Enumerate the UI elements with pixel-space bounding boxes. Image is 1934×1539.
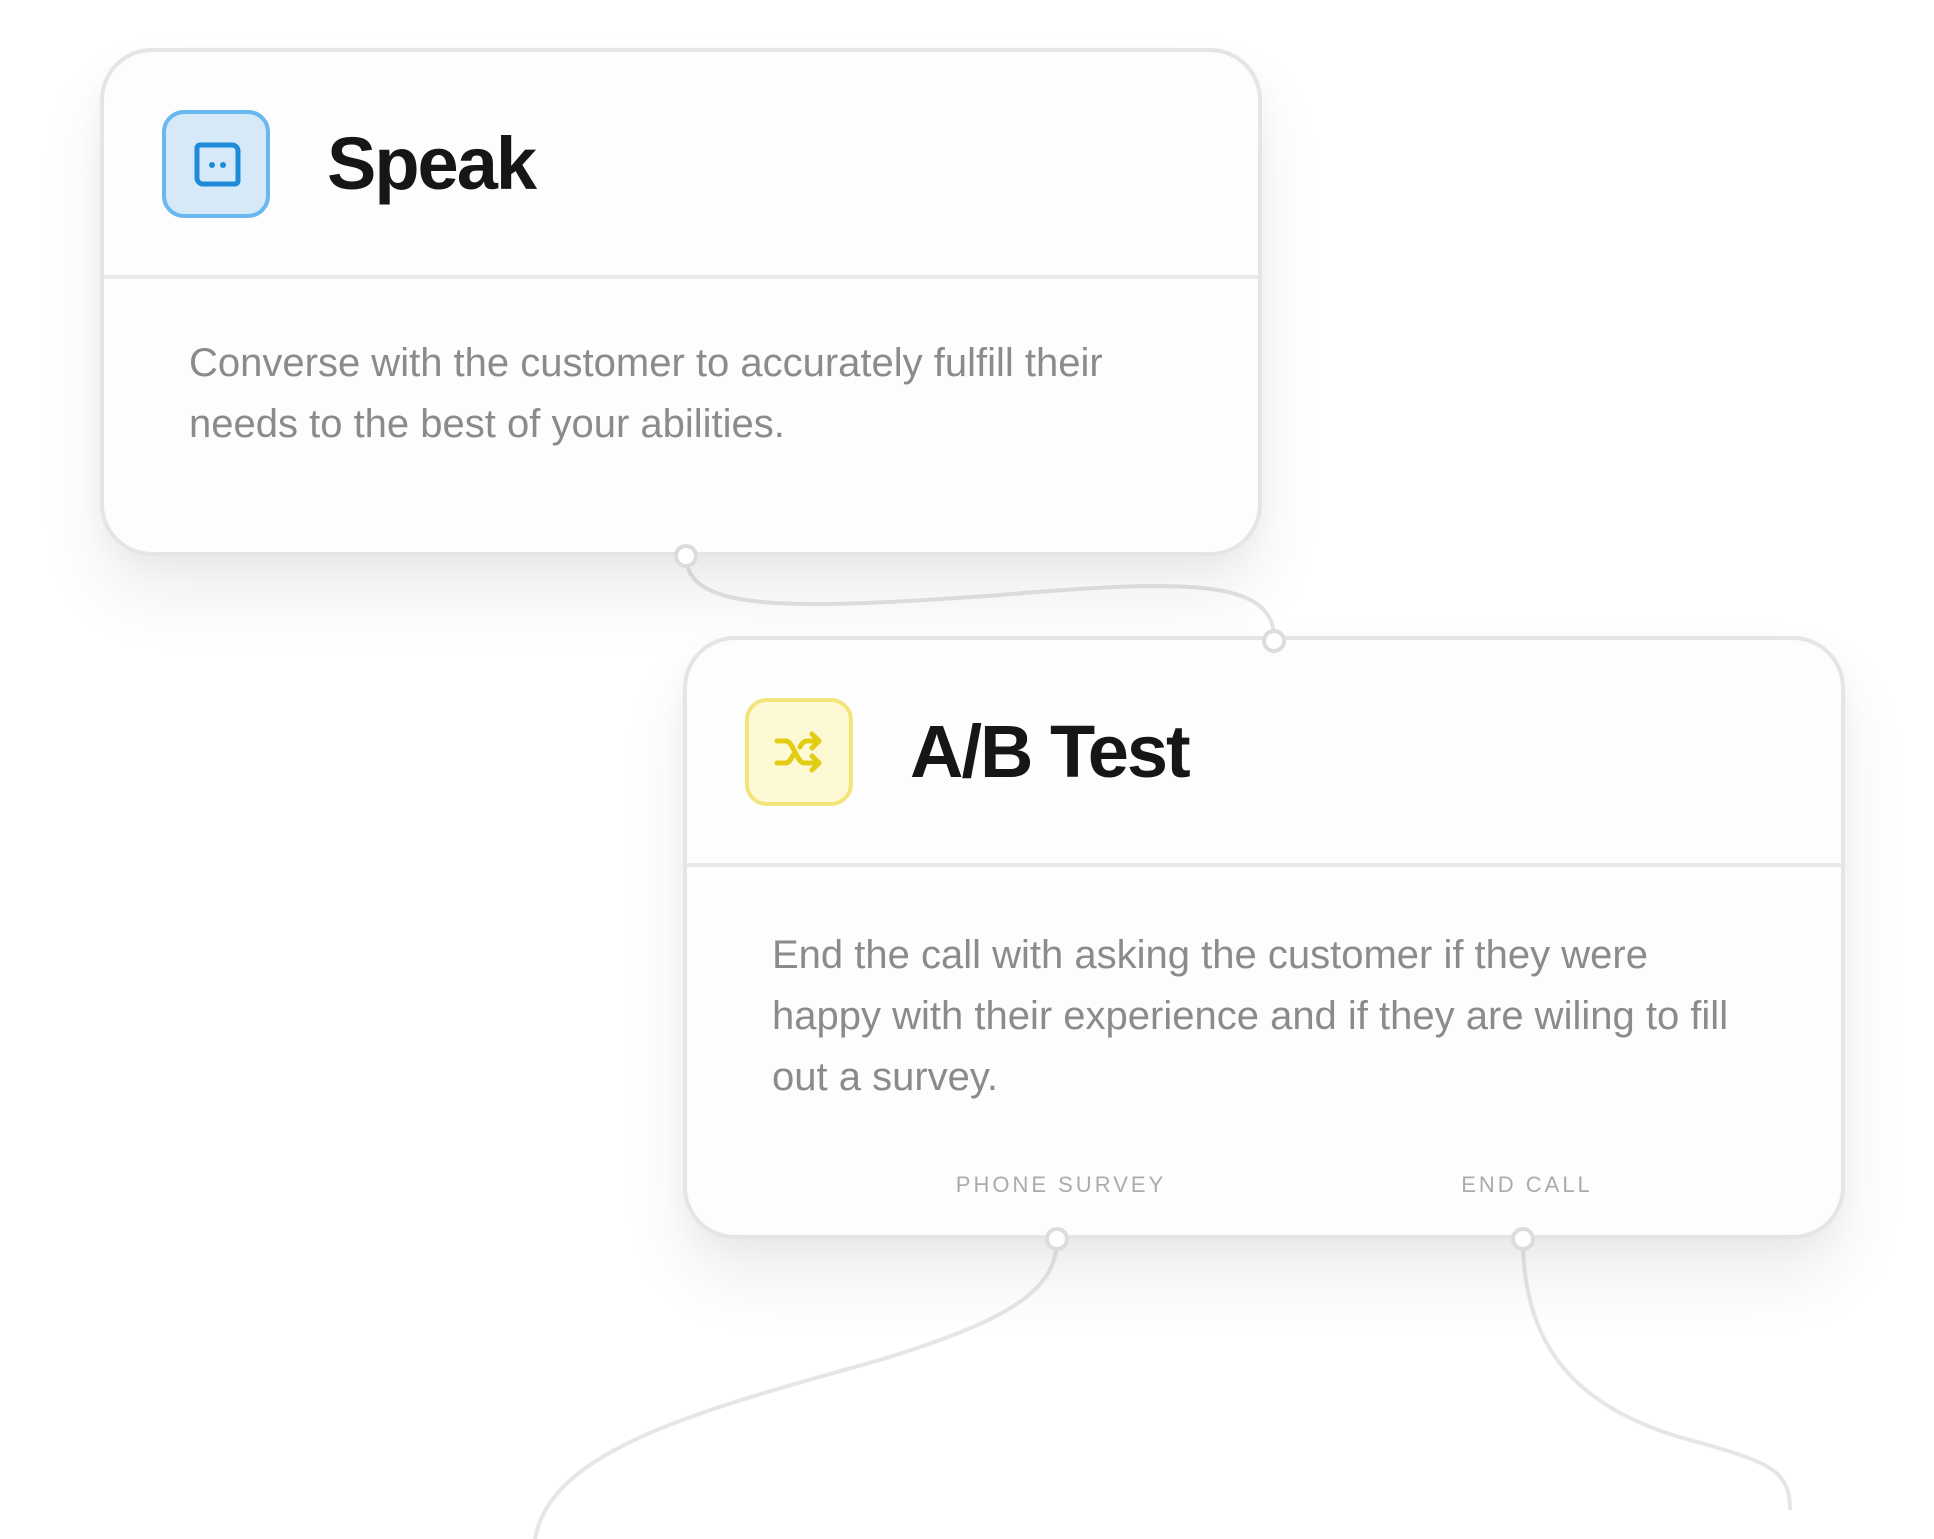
ab-test-node[interactable]: A/B Test End the call with asking the cu… [683,636,1845,1239]
shuffle-icon [774,731,822,773]
phone-survey-output-port[interactable] [1045,1227,1069,1251]
speak-icon-box [162,110,270,218]
speak-node-header: Speak [104,52,1258,279]
speak-node-title: Speak [327,122,537,205]
end-call-output-label: END CALL [1461,1172,1593,1197]
speak-output-port[interactable] [674,544,698,568]
connector-phone-survey [533,1238,1059,1539]
ab-test-node-title: A/B Test [910,710,1191,793]
ab-test-node-description: End the call with asking the customer if… [772,933,1729,1099]
phone-survey-output-label: PHONE SURVEY [955,1172,1167,1197]
end-call-output-port[interactable] [1511,1227,1535,1251]
connector-speak-to-ab-test [684,555,1276,637]
connector-end-call [1521,1238,1792,1511]
speak-node-description: Converse with the customer to accurately… [189,341,1103,446]
ab-test-input-port[interactable] [1262,629,1286,653]
ab-test-node-header: A/B Test [687,640,1841,867]
speak-node[interactable]: Speak Converse with the customer to accu… [100,48,1262,556]
ab-test-icon-box [745,698,853,806]
chat-bubble-icon [194,142,241,187]
